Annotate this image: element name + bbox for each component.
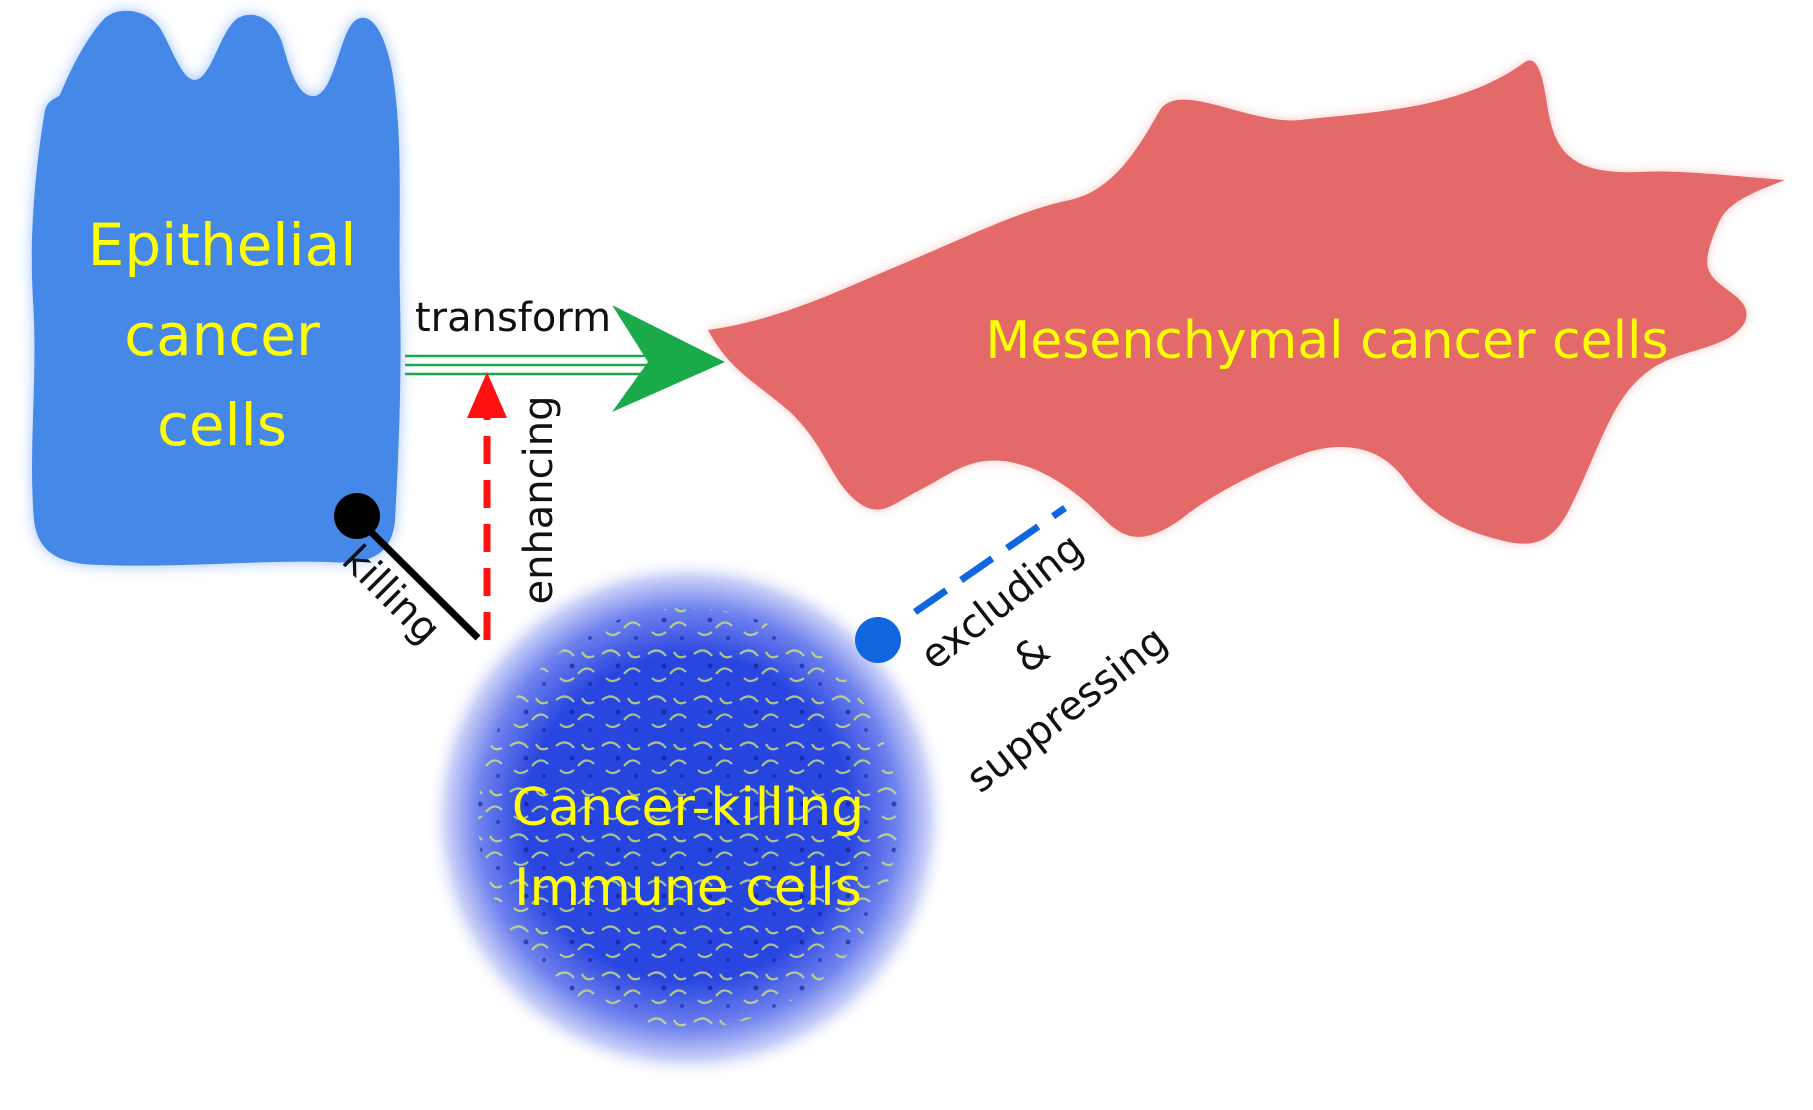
excluding-ball-end (855, 617, 901, 663)
immune-label-line-1: Cancer-killing (512, 778, 864, 838)
transform-edge: transform (405, 295, 725, 412)
epithelial-cell-shape (31, 10, 401, 566)
excluding-label-line-2: & (1006, 627, 1059, 682)
enhancing-label: enhancing (516, 395, 562, 604)
excluding-label-line-1: excluding (912, 524, 1092, 679)
excluding-line (913, 505, 1067, 615)
transform-label: transform (415, 295, 611, 341)
mesenchymal-cell-node: Mesenchymal cancer cells (708, 60, 1785, 544)
mesenchymal-cell-shape (708, 60, 1785, 544)
immune-cell-node: Cancer-killing Immune cells (426, 556, 950, 1080)
killing-edge: killing (333, 493, 481, 653)
excluding-label-line-3: suppressing (958, 618, 1176, 802)
immune-cell-surface-texture (478, 608, 898, 1028)
mesenchymal-label: Mesenchymal cancer cells (985, 311, 1668, 371)
transform-arrowhead (612, 305, 725, 412)
killing-line (354, 515, 481, 641)
epithelial-label-line-3: cells (157, 391, 287, 459)
immune-label-line-2: Immune cells (514, 858, 862, 918)
epithelial-label-line-2: cancer (124, 301, 320, 369)
epithelial-cell-node: Epithelial cancer cells (31, 10, 401, 566)
epithelial-label-line-1: Epithelial (88, 211, 357, 279)
enhancing-edge: enhancing (467, 372, 562, 640)
enhancing-arrowhead (467, 372, 507, 418)
killing-ball-end (334, 493, 380, 539)
